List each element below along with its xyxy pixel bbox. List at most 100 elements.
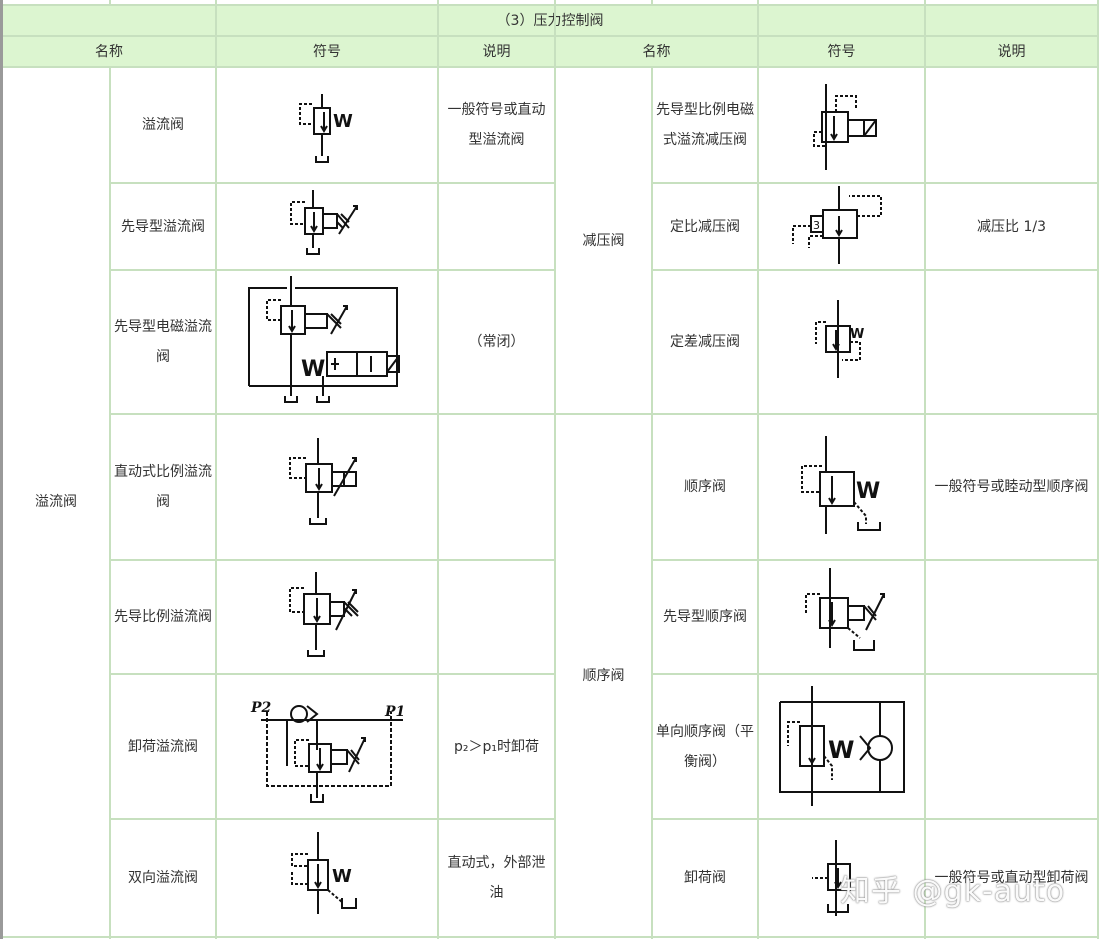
row-note: 一般符号或睦动型顺序阀 [926,415,1097,559]
grid-line [109,269,556,271]
row-note-text: 一般符号或睦动型顺序阀 [934,479,1089,495]
row-name: 直动式比例溢流阀 [111,415,215,559]
row-note-text: 减压比 1/3 [977,218,1046,235]
grid-line [3,35,1099,37]
svg-text:3: 3 [813,219,820,232]
grid-line [3,66,1099,68]
grid-line [109,818,556,820]
section-title-cell: （3）压力控制阀 [3,6,1097,35]
group-cell-reducing: 减压阀 [556,68,651,413]
grid-line [651,0,653,6]
row-name-text: 定比减压阀 [670,218,740,235]
svg-text:W: W [828,736,854,764]
row-note-text: 直动式，外部泄油 [447,855,546,901]
row-note [439,415,554,559]
grid-line [109,673,556,675]
pilot-sequence-valve-icon [800,568,896,660]
row-name-text: 先导型电磁溢流阀 [114,319,212,365]
grid-line [109,0,111,6]
row-note-text: （常闭） [468,334,525,350]
watermark: 知乎 @gk-auto [840,868,1080,909]
group-cell-sequence: 顺序阀 [556,415,651,936]
row-note [926,561,1097,673]
grid-line [651,269,1099,271]
row-note-text: 一般符号或直动型卸荷阀 [934,870,1089,886]
grid-line [1097,0,1099,939]
row-name-text: 溢流阀 [142,117,184,133]
svg-text:W: W [850,327,864,342]
section-title: （3）压力控制阀 [496,12,604,29]
row-name: 双向溢流阀 [111,820,215,936]
row-note [926,271,1097,413]
row-note: 直动式，外部泄油 [439,820,554,936]
fixed-difference-reducing-valve-icon: W [812,300,868,378]
row-note: 一般符号或直动型溢流阀 [439,68,554,182]
header-label: 名称 [642,43,671,60]
row-name-text: 先导比例溢流阀 [114,609,212,625]
pilot-solenoid-relief-valve-icon: W [243,276,403,408]
pilot-proportional-relief-valve-icon [284,572,364,662]
header-label: 符号 [827,43,856,60]
header-name-right: 名称 [556,37,757,66]
row-name-text: 先导型顺序阀 [663,609,747,625]
pilot-proportional-solenoid-relief-reducing-valve-icon [800,84,884,170]
grid-line [651,559,1099,561]
row-name: 先导比例溢流阀 [111,561,215,673]
row-name: 先导型溢流阀 [111,184,215,269]
svg-text:P2: P2 [250,700,272,716]
grid-line [3,4,1099,6]
grid-line [651,818,1099,820]
svg-text:W: W [856,479,880,504]
row-name-text: 先导型比例电磁式溢流减压阀 [656,102,754,148]
row-note: 减压比 1/3 [926,184,1097,269]
unloading-valve-icon [808,840,868,916]
header-symbol-right: 符号 [759,37,924,66]
row-name: 先导型顺序阀 [653,561,757,673]
header-label: 说明 [997,43,1026,60]
grid-line [3,936,1099,938]
row-name: 单向顺序阀（平衡阀） [653,675,757,818]
check-sequence-valve-icon: W [776,686,908,806]
svg-text:W: W [301,357,325,382]
row-name-text: 双向溢流阀 [128,870,198,886]
row-note [439,184,554,269]
svg-text:P1: P1 [384,704,405,720]
direct-proportional-relief-valve-icon [284,438,364,530]
svg-text:W: W [332,866,352,887]
row-note [926,68,1097,182]
header-note-left: 说明 [439,37,554,66]
row-name-text: 顺序阀 [684,479,726,495]
row-name: 顺序阀 [653,415,757,559]
grid-line [554,0,556,939]
group-label: 顺序阀 [582,667,625,684]
sequence-valve-icon: W [796,436,892,534]
row-name-text: 卸荷溢流阀 [128,738,198,755]
row-name: 先导型比例电磁式溢流减压阀 [653,68,757,182]
header-label: 名称 [95,43,123,60]
grid-line [215,0,217,66]
header-label: 符号 [313,43,341,60]
row-name-text: 先导型溢流阀 [121,218,205,235]
grid-line [109,559,556,561]
unloading-relief-valve-icon: P2 P1 [247,690,407,806]
row-name: 卸荷溢流阀 [111,675,215,818]
group-cell-relief: 溢流阀 [3,68,109,936]
row-name: 定比减压阀 [653,184,757,269]
row-note [439,561,554,673]
header-label: 说明 [482,43,511,60]
header-symbol-left: 符号 [217,37,437,66]
grid-line [109,66,111,939]
pilot-relief-valve-icon [285,190,365,262]
row-note-text: 一般符号或直动型溢流阀 [447,102,546,148]
header-note-right: 说明 [926,37,1097,66]
grid-line [109,413,556,415]
row-name-text: 卸荷阀 [684,870,726,886]
grid-line [924,0,926,939]
grid-line [556,413,1099,415]
row-name-text: 定差减压阀 [670,334,740,350]
row-note-text: p₂＞p₁时卸荷 [454,738,539,755]
group-label: 溢流阀 [35,494,77,510]
row-note: p₂＞p₁时卸荷 [439,675,554,818]
grid-line [651,66,653,939]
group-label: 减压阀 [582,232,625,249]
